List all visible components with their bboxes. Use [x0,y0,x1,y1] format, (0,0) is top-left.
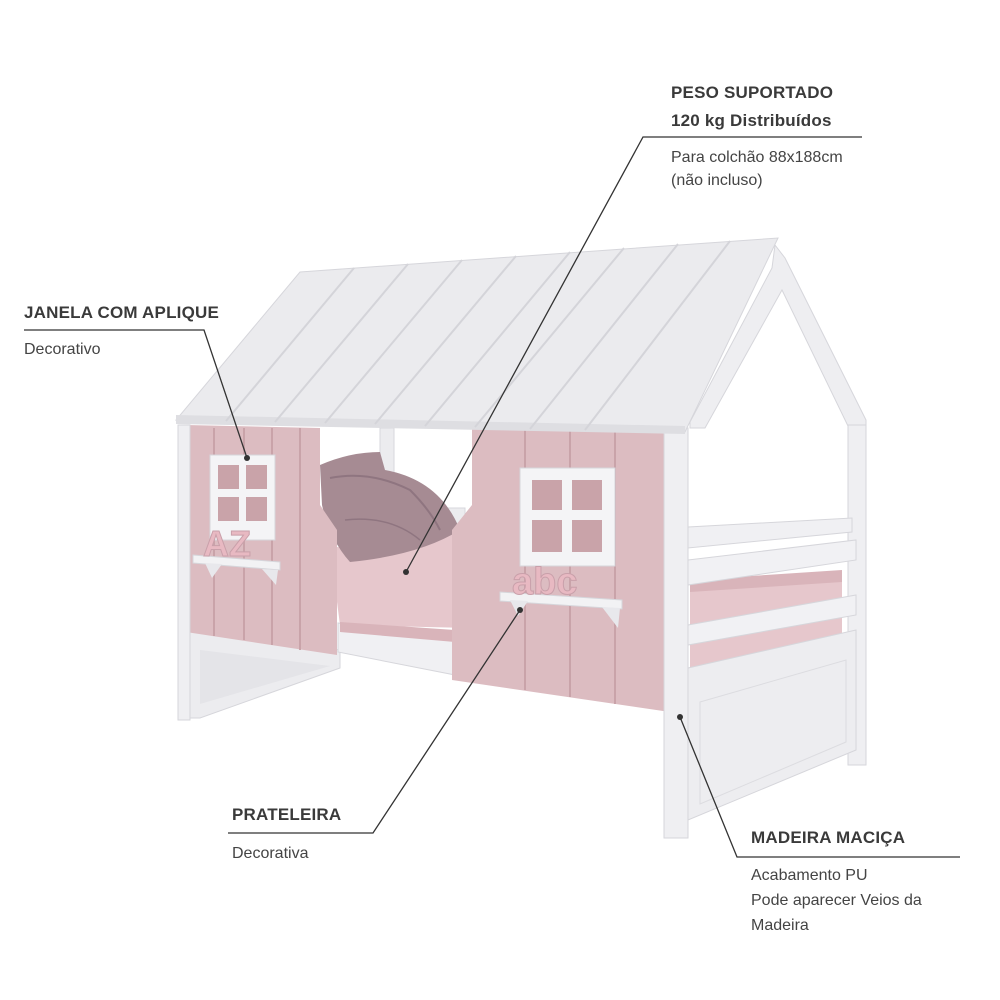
leader-line-prateleira [228,609,521,834]
roof [174,237,779,434]
leader-line-peso [405,136,862,573]
letters-left: AZ [203,523,251,564]
leader-lines [24,136,960,858]
right-side-rails [687,517,857,821]
left-shelf: AZ [192,523,281,585]
janela-desc: Decorativo [24,341,101,358]
right-window [519,467,616,567]
left-window [209,454,276,541]
peso-title: PESO SUPORTADO [671,83,834,102]
peso-desc-line1: Para colchão 88x188cm [671,149,843,166]
prateleira-desc: Decorativa [232,845,309,862]
letters-right: abc [512,561,577,603]
madeira-desc-line2: Pode aparecer Veios da [751,892,922,909]
peso-subtitle: 120 kg Distribuídos [671,111,832,130]
madeira-title: MADEIRA MACIÇA [751,828,906,847]
janela-title: JANELA COM APLIQUE [24,303,220,322]
prateleira-title: PRATELEIRA [232,805,342,824]
leader-line-madeira [679,716,960,858]
leader-line-janela [24,329,248,459]
pillow [320,452,460,562]
madeira-desc-line1: Acabamento PU [751,867,868,884]
madeira-desc-line3: Madeira [751,917,809,934]
right-shelf: abc [499,561,623,628]
peso-desc-line2: (não incluso) [671,172,763,189]
